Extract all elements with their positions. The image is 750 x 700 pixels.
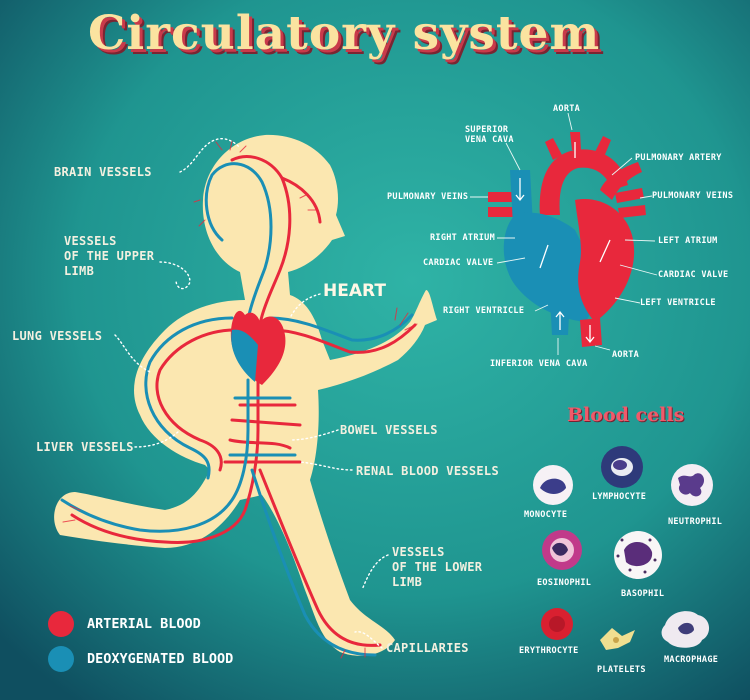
label-left-atrium: LEFT ATRIUM: [658, 236, 718, 246]
lymphocyte-cell: [601, 446, 643, 488]
platelets-cell: [600, 628, 635, 650]
heart-leaders: [470, 112, 658, 355]
label-pulmonary-artery: PULMONARY ARTERY: [635, 153, 722, 163]
label-basophil: BASOPHIL: [621, 589, 665, 599]
label-platelets: PLATELETS: [597, 665, 646, 675]
label-right-atrium: RIGHT ATRIUM: [430, 233, 496, 243]
label-superior-vena-cava: SUPERIOR VENA CAVA: [465, 125, 514, 145]
legend-arterial-label: ARTERIAL BLOOD: [87, 616, 201, 632]
label-macrophage: MACROPHAGE: [664, 655, 719, 665]
label-capillaries: CAPILLARIES: [386, 641, 469, 655]
label-line: VESSELS: [392, 545, 445, 559]
label-lung-vessels: LUNG VESSELS: [12, 329, 103, 343]
blood-cells: [533, 446, 713, 650]
legend-deoxygenated-label: DEOXYGENATED BLOOD: [87, 651, 234, 667]
monocyte-cell: [533, 465, 573, 505]
heart-diagram: [488, 132, 646, 347]
macrophage-cell: [661, 611, 710, 648]
label-renal-vessels: RENAL BLOOD VESSELS: [356, 464, 499, 478]
label-cardiac-valve-left: CARDIAC VALVE: [423, 258, 494, 268]
eosinophil-cell: [542, 530, 582, 570]
label-pulmonary-veins-left: PULMONARY VEINS: [387, 192, 469, 202]
label-erythrocyte: ERYTHROCYTE: [519, 646, 579, 656]
label-cardiac-valve-right: CARDIAC VALVE: [658, 270, 729, 280]
label-aorta-bottom: AORTA: [612, 350, 640, 360]
label-right-ventricle: RIGHT VENTRICLE: [443, 306, 525, 316]
label-bowel-vessels: BOWEL VESSELS: [340, 423, 438, 437]
label-inferior-vena-cava: INFERIOR VENA CAVA: [490, 359, 588, 369]
label-left-ventricle: LEFT VENTRICLE: [640, 298, 716, 308]
page-title: Circulatory system: [88, 6, 601, 61]
label-liver-vessels: LIVER VESSELS: [36, 440, 134, 454]
legend-deoxygenated-dot: [48, 646, 74, 672]
label-heart: HEART: [323, 281, 386, 301]
label-neutrophil: NEUTROPHIL: [668, 517, 723, 527]
label-lymphocyte: LYMPHOCYTE: [592, 492, 647, 502]
label-pulmonary-veins-right: PULMONARY VEINS: [652, 191, 734, 201]
leader-lines: [114, 138, 389, 649]
label-lower-limb-vessels: VESSELS OF THE LOWER LIMB: [392, 545, 482, 590]
label-brain-vessels: BRAIN VESSELS: [54, 165, 152, 179]
label-line: OF THE LOWER: [392, 560, 483, 574]
legend-arterial-dot: [48, 611, 74, 637]
label-line: OF THE UPPER: [64, 249, 155, 263]
label-line: LIMB: [64, 264, 95, 278]
basophil-cell: [614, 531, 662, 579]
body-vessels: [60, 140, 418, 659]
label-line: VESSELS: [64, 234, 117, 248]
label-eosinophil: EOSINOPHIL: [537, 578, 592, 588]
erythrocyte-cell: [541, 608, 573, 640]
label-line: LIMB: [392, 575, 423, 589]
body-silhouette: [54, 134, 437, 656]
body-heart: [230, 310, 286, 385]
label-aorta-top: AORTA: [553, 104, 581, 114]
label-line: VENA CAVA: [465, 135, 514, 145]
label-monocyte: MONOCYTE: [524, 510, 568, 520]
neutrophil-cell: [671, 464, 713, 506]
label-line: SUPERIOR: [465, 125, 509, 135]
blood-cells-title: Blood cells: [567, 404, 685, 426]
label-upper-limb-vessels: VESSELS OF THE UPPER LIMB: [64, 234, 154, 279]
